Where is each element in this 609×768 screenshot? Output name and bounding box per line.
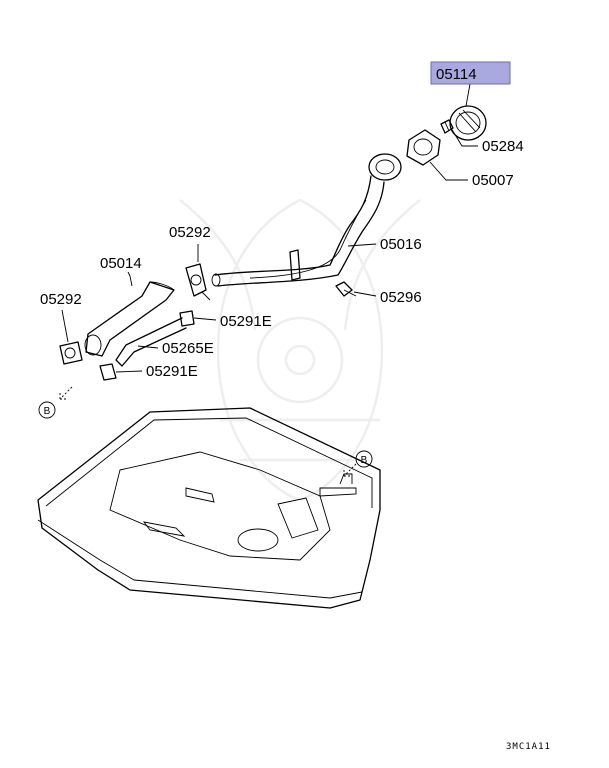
callouts: 05114 05284 05007 05016 05292 05014 0529… (40, 61, 524, 380)
callout-05114: 05114 (436, 66, 477, 83)
filler-hose (84, 281, 175, 357)
drawing-code: 3MC1A11 (506, 742, 551, 752)
leader-lines (61, 83, 478, 373)
filler-gasket (406, 129, 441, 166)
callout-05007: 05007 (472, 172, 514, 189)
callout-05292-lower: 05292 (40, 291, 82, 308)
mounting-bolt (335, 281, 357, 297)
fuel-tank (37, 407, 381, 609)
callout-05292-upper: 05292 (169, 224, 211, 241)
filler-neck-pipe (211, 153, 402, 287)
ref-marker-left: B (38, 386, 73, 419)
callout-05265e: 05265E (162, 340, 214, 357)
highlight-box (430, 61, 511, 85)
hose-clip-lower (99, 363, 117, 381)
callout-05291e-upper: 05291E (220, 313, 272, 330)
hose-clip-upper (179, 310, 195, 327)
ref-marker-right-letter: B (361, 455, 368, 466)
callout-05284: 05284 (482, 138, 524, 155)
callout-05016: 05016 (380, 236, 422, 253)
ref-marker-right: B (343, 450, 373, 477)
hose-clamp-lower (59, 341, 83, 365)
breather-hose (115, 317, 187, 367)
callout-05291e-lower: 05291E (146, 363, 198, 380)
callout-05296: 05296 (380, 289, 422, 306)
cap-retainer (440, 119, 454, 134)
hose-clamp-upper (185, 263, 211, 301)
callout-05014: 05014 (100, 255, 142, 272)
ref-marker-left-letter: B (44, 406, 51, 417)
watermark-emblem (179, 198, 421, 502)
